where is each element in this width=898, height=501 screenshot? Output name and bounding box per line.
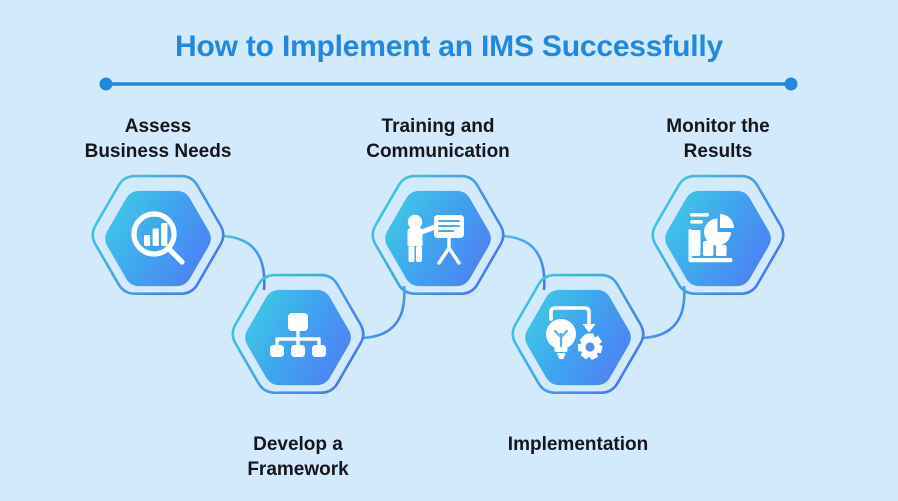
step-node-2[interactable] [231, 273, 365, 395]
analytics-chart-icon [688, 213, 734, 263]
hexagon-body [385, 190, 491, 287]
step-label-4: Implementation [507, 434, 649, 455]
step-node-4[interactable] [511, 273, 645, 395]
hexagon-body [525, 289, 631, 386]
org-hierarchy-icon [270, 313, 326, 357]
connector-3-4 [501, 234, 546, 291]
divider-dot-left [99, 77, 113, 91]
connector-2-3 [361, 285, 406, 340]
gear-shape [577, 333, 603, 360]
trainer-whiteboard-icon [407, 214, 464, 265]
magnifier-bar-chart-icon [131, 211, 185, 265]
step-label-3: Training and Communication [366, 116, 510, 163]
divider-dot-right [784, 77, 798, 91]
step-node-5[interactable] [651, 174, 785, 296]
step-label-2: Develop a Framework [247, 434, 349, 481]
connector-4-5 [641, 285, 686, 340]
title-divider [99, 77, 798, 91]
lightbulb-gear-icon [546, 306, 603, 360]
step-node-3[interactable] [371, 174, 505, 296]
page-title: How to Implement an IMS Successfully [175, 30, 723, 63]
step-node-1[interactable] [91, 174, 225, 296]
connector-1-2 [221, 234, 266, 291]
step-label-1: Assess Business Needs [84, 116, 232, 163]
step-label-5: Monitor the Results [666, 116, 770, 163]
